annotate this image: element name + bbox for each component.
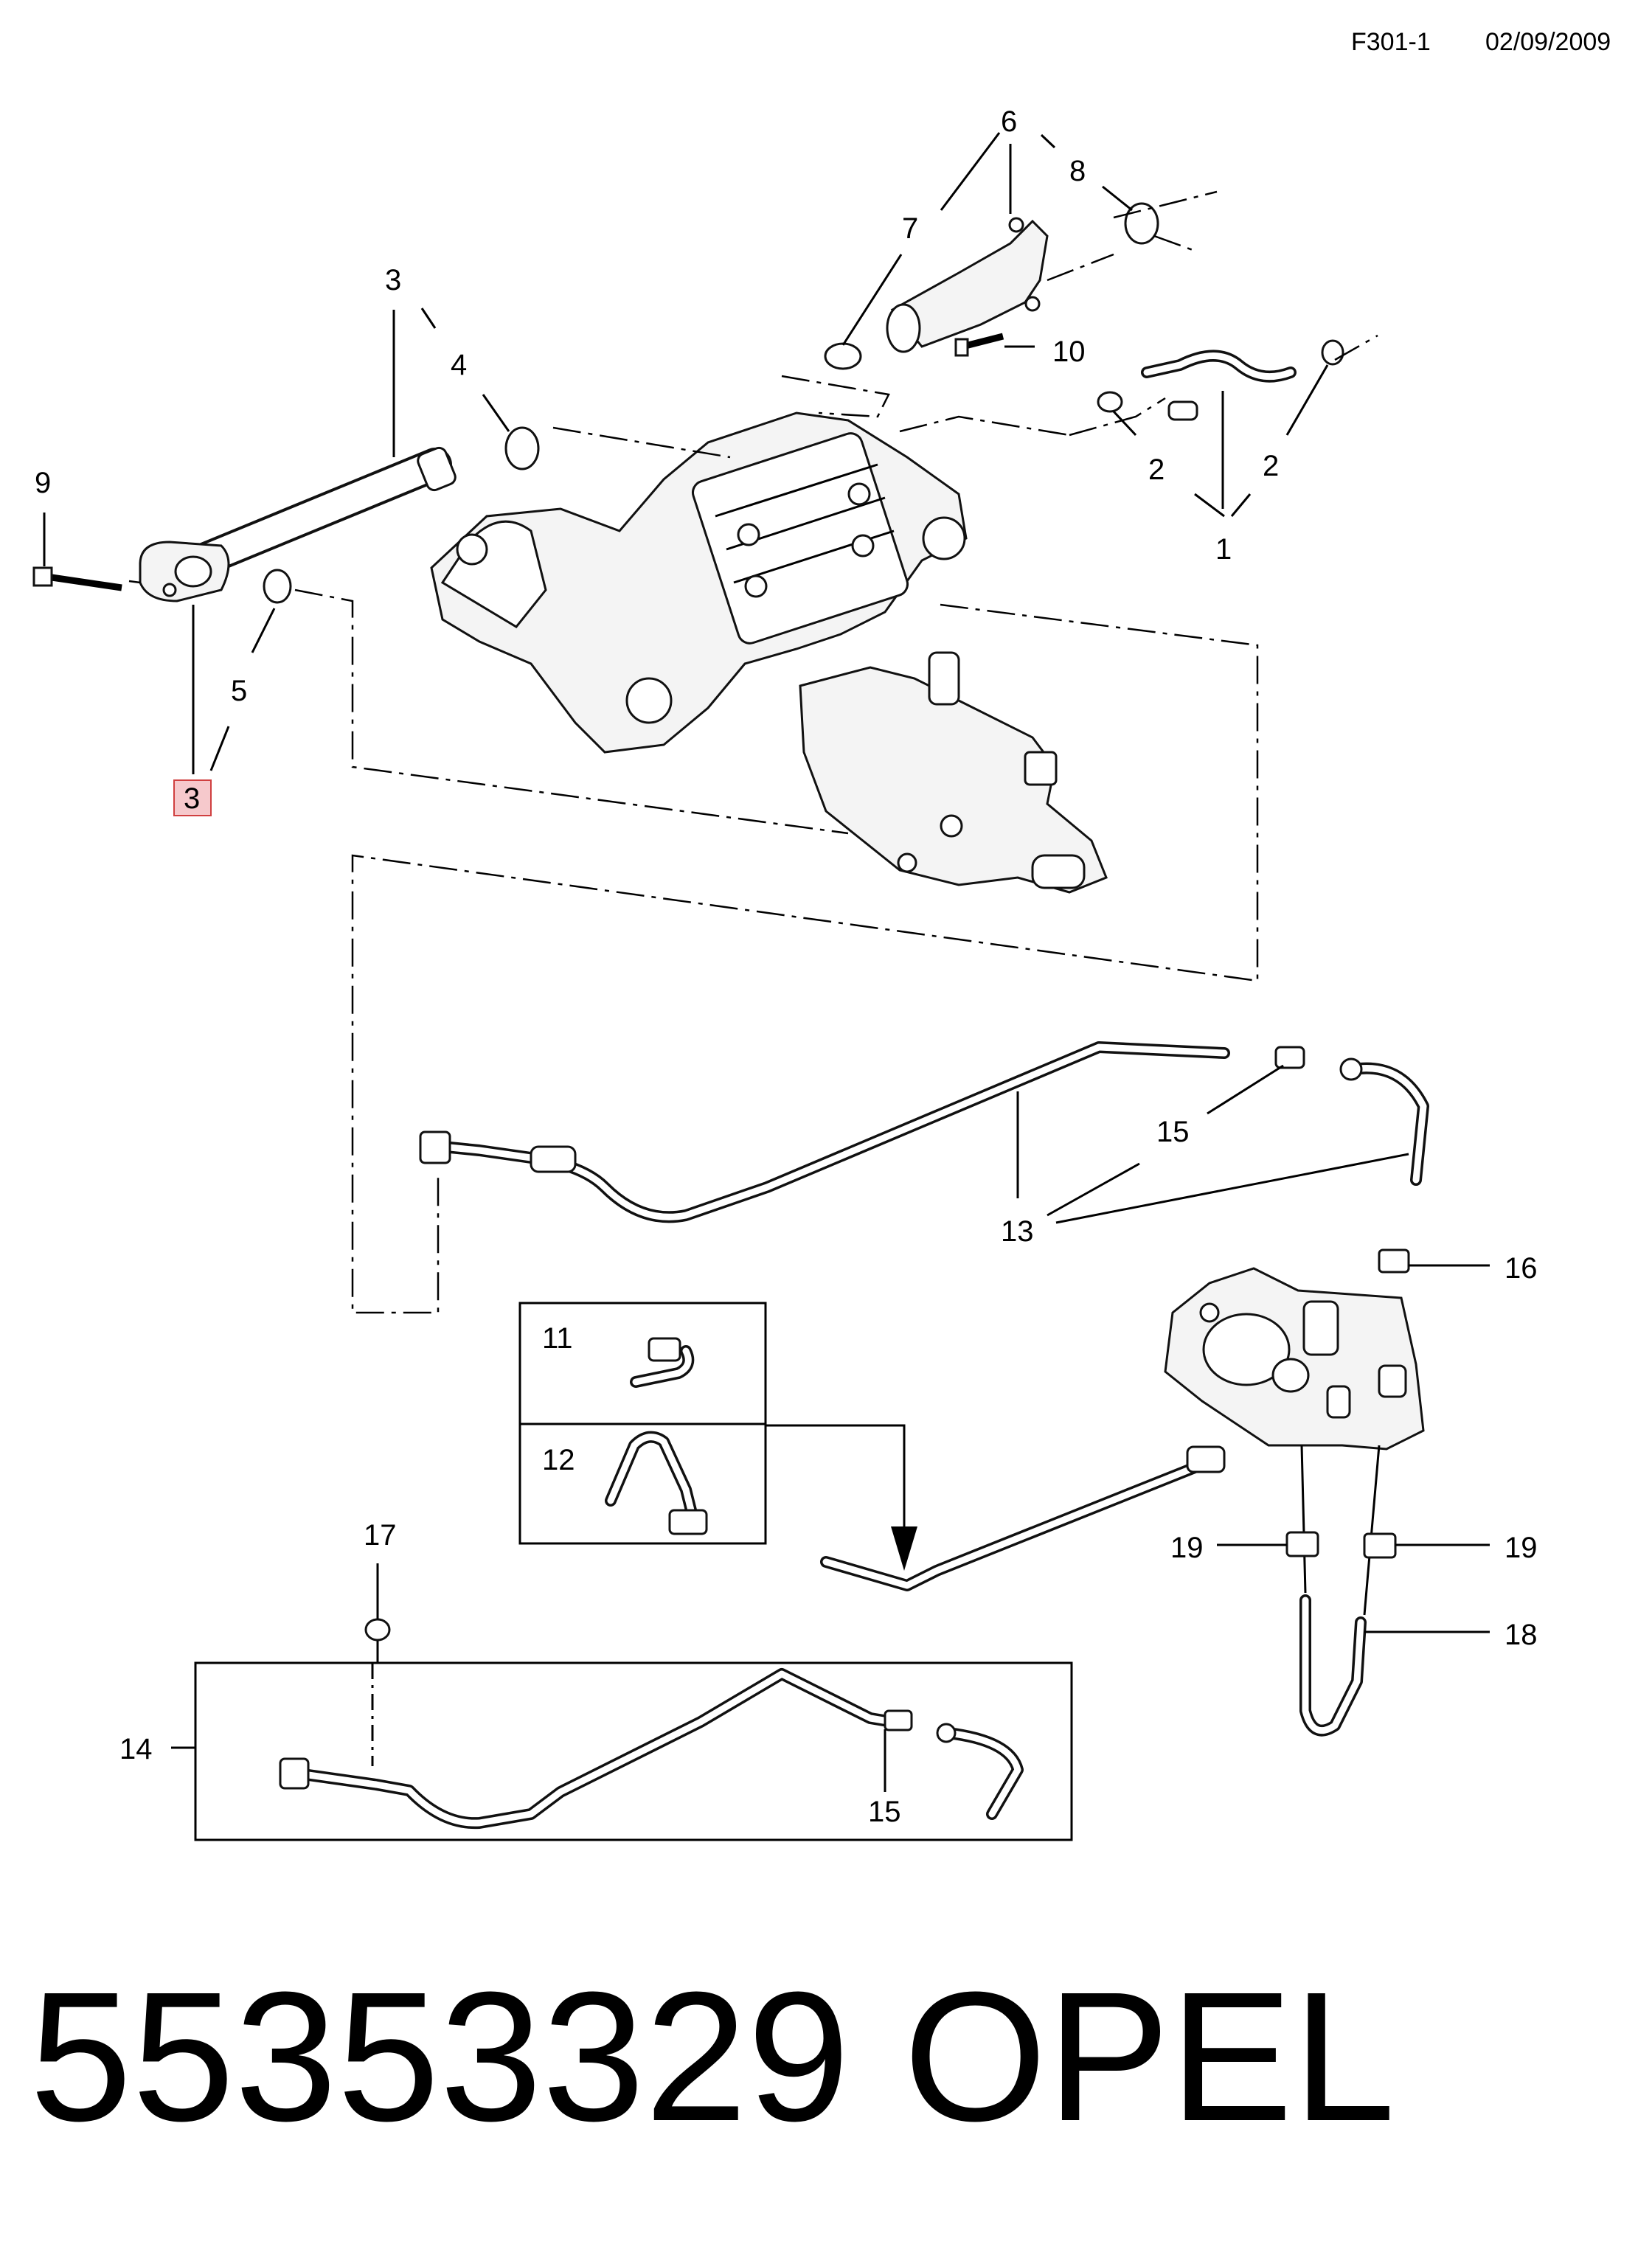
connecting-pipe xyxy=(820,1445,1226,1591)
hose-assembly-14 xyxy=(194,1661,1073,1841)
callout-6: 6 xyxy=(1001,105,1017,138)
clip-16 xyxy=(1378,1248,1410,1274)
callout-labels: 6 8 7 10 3 4 9 5 3 2 2 1 15 13 16 11 12 … xyxy=(35,105,1538,1828)
callout-15-upper: 15 xyxy=(1156,1116,1190,1148)
hose-13 xyxy=(419,1041,1429,1223)
callout-2-right: 2 xyxy=(1263,450,1279,482)
brand-name: OPEL xyxy=(903,1953,1395,2159)
diagram-code: F301-1 xyxy=(1351,28,1431,56)
outlet-housing xyxy=(886,217,1049,353)
part-number: 55353329 xyxy=(30,1953,850,2159)
callout-10: 10 xyxy=(1052,336,1086,368)
pipe-3 xyxy=(139,446,457,602)
oil-cooler-housing xyxy=(430,411,968,754)
pipe-1 xyxy=(1141,350,1297,421)
thermostat-housing xyxy=(799,651,1108,894)
hose-18 xyxy=(1299,1445,1381,1737)
clamp-15-upper xyxy=(1274,1046,1305,1069)
callout-13: 13 xyxy=(1001,1215,1034,1248)
callout-5: 5 xyxy=(231,675,247,707)
auxiliary-pump xyxy=(1164,1267,1425,1451)
callout-19-left: 19 xyxy=(1170,1532,1204,1564)
clip-17 xyxy=(364,1618,391,1663)
clamp-19-right xyxy=(1363,1532,1397,1559)
callout-7: 7 xyxy=(902,212,918,245)
o-ring-2-left xyxy=(1097,391,1123,413)
callout-9: 9 xyxy=(35,467,51,499)
bolt-10 xyxy=(954,333,1004,357)
leader-lines xyxy=(43,132,1490,1792)
callout-12: 12 xyxy=(542,1444,575,1476)
callout-15-lower: 15 xyxy=(868,1796,901,1828)
callout-17: 17 xyxy=(364,1519,397,1552)
o-ring-5 xyxy=(263,569,292,604)
o-ring-2-right xyxy=(1321,339,1344,366)
callout-8: 8 xyxy=(1069,155,1086,187)
callout-16: 16 xyxy=(1504,1252,1538,1285)
callout-3-bottom: 3 xyxy=(184,782,200,815)
o-ring-7 xyxy=(824,342,862,370)
callout-14: 14 xyxy=(119,1733,153,1765)
callout-4: 4 xyxy=(451,349,467,381)
alignment-lines xyxy=(128,190,1378,1314)
callout-19-right: 19 xyxy=(1504,1532,1538,1564)
inset-box-11-12 xyxy=(518,1302,767,1545)
diagram-date: 02/09/2009 xyxy=(1485,28,1611,56)
callout-2-left: 2 xyxy=(1148,454,1165,486)
o-ring-4 xyxy=(504,426,540,470)
callout-1: 1 xyxy=(1215,533,1232,566)
callout-18: 18 xyxy=(1504,1619,1538,1651)
highlighted-callout-3-box xyxy=(173,779,212,816)
callout-3-top: 3 xyxy=(385,264,401,296)
bolt-9 xyxy=(32,566,122,591)
clamp-19-left xyxy=(1285,1531,1319,1557)
callout-11: 11 xyxy=(542,1322,573,1355)
inset-arrow xyxy=(766,1424,917,1571)
